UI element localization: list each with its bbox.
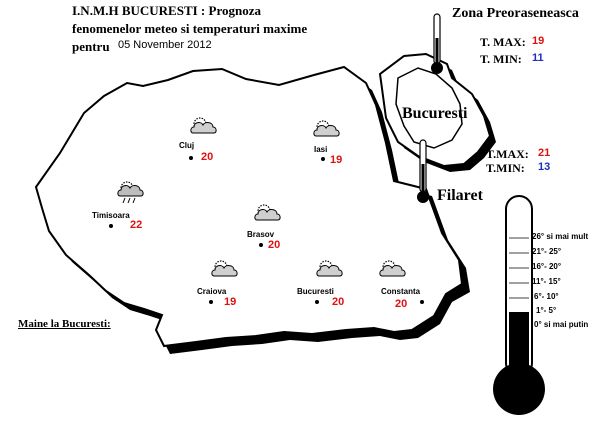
inset-tmax-label: T.MAX: xyxy=(486,147,529,161)
city-dot xyxy=(109,224,113,228)
inset-tmin-value: 13 xyxy=(538,161,551,173)
city-temp-brasov: 20 xyxy=(268,239,281,251)
city-temp-constanta: 20 xyxy=(395,298,408,310)
zona-tmax-value: 19 xyxy=(532,35,545,47)
zona-tmin-value: 11 xyxy=(532,52,544,64)
scale-label: 26° si mai mult xyxy=(532,232,589,241)
scale-label: 1°- 5° xyxy=(536,306,557,315)
inset-bucuresti-label: Bucuresti xyxy=(402,105,468,122)
city-dot xyxy=(189,156,193,160)
city-name-bucuresti: Bucuresti xyxy=(297,287,334,296)
scale-label: 11°- 15° xyxy=(532,277,561,286)
header-line2: fenomenelor meteo si temperaturi maxime xyxy=(72,21,308,36)
zona-tmin-label: T. MIN: xyxy=(480,52,522,66)
filaret-label: Filaret xyxy=(437,187,483,204)
scale-label: 16°- 20° xyxy=(532,262,562,271)
thermometer-icon xyxy=(431,13,443,74)
city-temp-craiova: 19 xyxy=(224,296,237,308)
zona-tmax-label: T. MAX: xyxy=(480,35,526,49)
city-name-timisoara: Timisoara xyxy=(92,211,130,220)
scale-label: 21°- 25° xyxy=(532,247,562,256)
city-name-brasov: Brasov xyxy=(247,230,275,239)
city-temp-bucuresti: 20 xyxy=(332,296,345,308)
city-name-cluj: Cluj xyxy=(179,141,195,150)
romania-outline xyxy=(34,65,464,348)
city-name-iasi: Iasi xyxy=(314,145,328,154)
big-thermometer-icon xyxy=(493,195,545,415)
maine-label: Maine la Bucuresti: xyxy=(18,318,111,330)
city-dot xyxy=(420,300,424,304)
zona-outline xyxy=(378,52,492,168)
inset-tmin-label: T.MIN: xyxy=(486,161,525,175)
scale-label: 6°- 10° xyxy=(534,292,559,301)
city-name-craiova: Craiova xyxy=(197,287,227,296)
city-dot xyxy=(259,243,263,247)
header-line1: I.N.M.H BUCURESTI : Prognoza xyxy=(72,3,261,18)
thermometer-icon xyxy=(417,139,429,203)
scale-label: 0° si mai putin xyxy=(534,320,589,329)
city-temp-timisoara: 22 xyxy=(130,219,143,231)
city-dot xyxy=(321,157,325,161)
city-temp-cluj: 20 xyxy=(201,151,214,163)
city-temp-iasi: 19 xyxy=(330,154,343,166)
city-name-constanta: Constanta xyxy=(381,287,421,296)
inset-tmax-value: 21 xyxy=(538,147,551,159)
header-pentru: pentru xyxy=(72,39,110,54)
header-date: 05 November 2012 xyxy=(118,39,212,51)
city-dot xyxy=(209,300,213,304)
zona-title: Zona Preoraseneasca xyxy=(452,6,579,21)
city-dot xyxy=(315,300,319,304)
